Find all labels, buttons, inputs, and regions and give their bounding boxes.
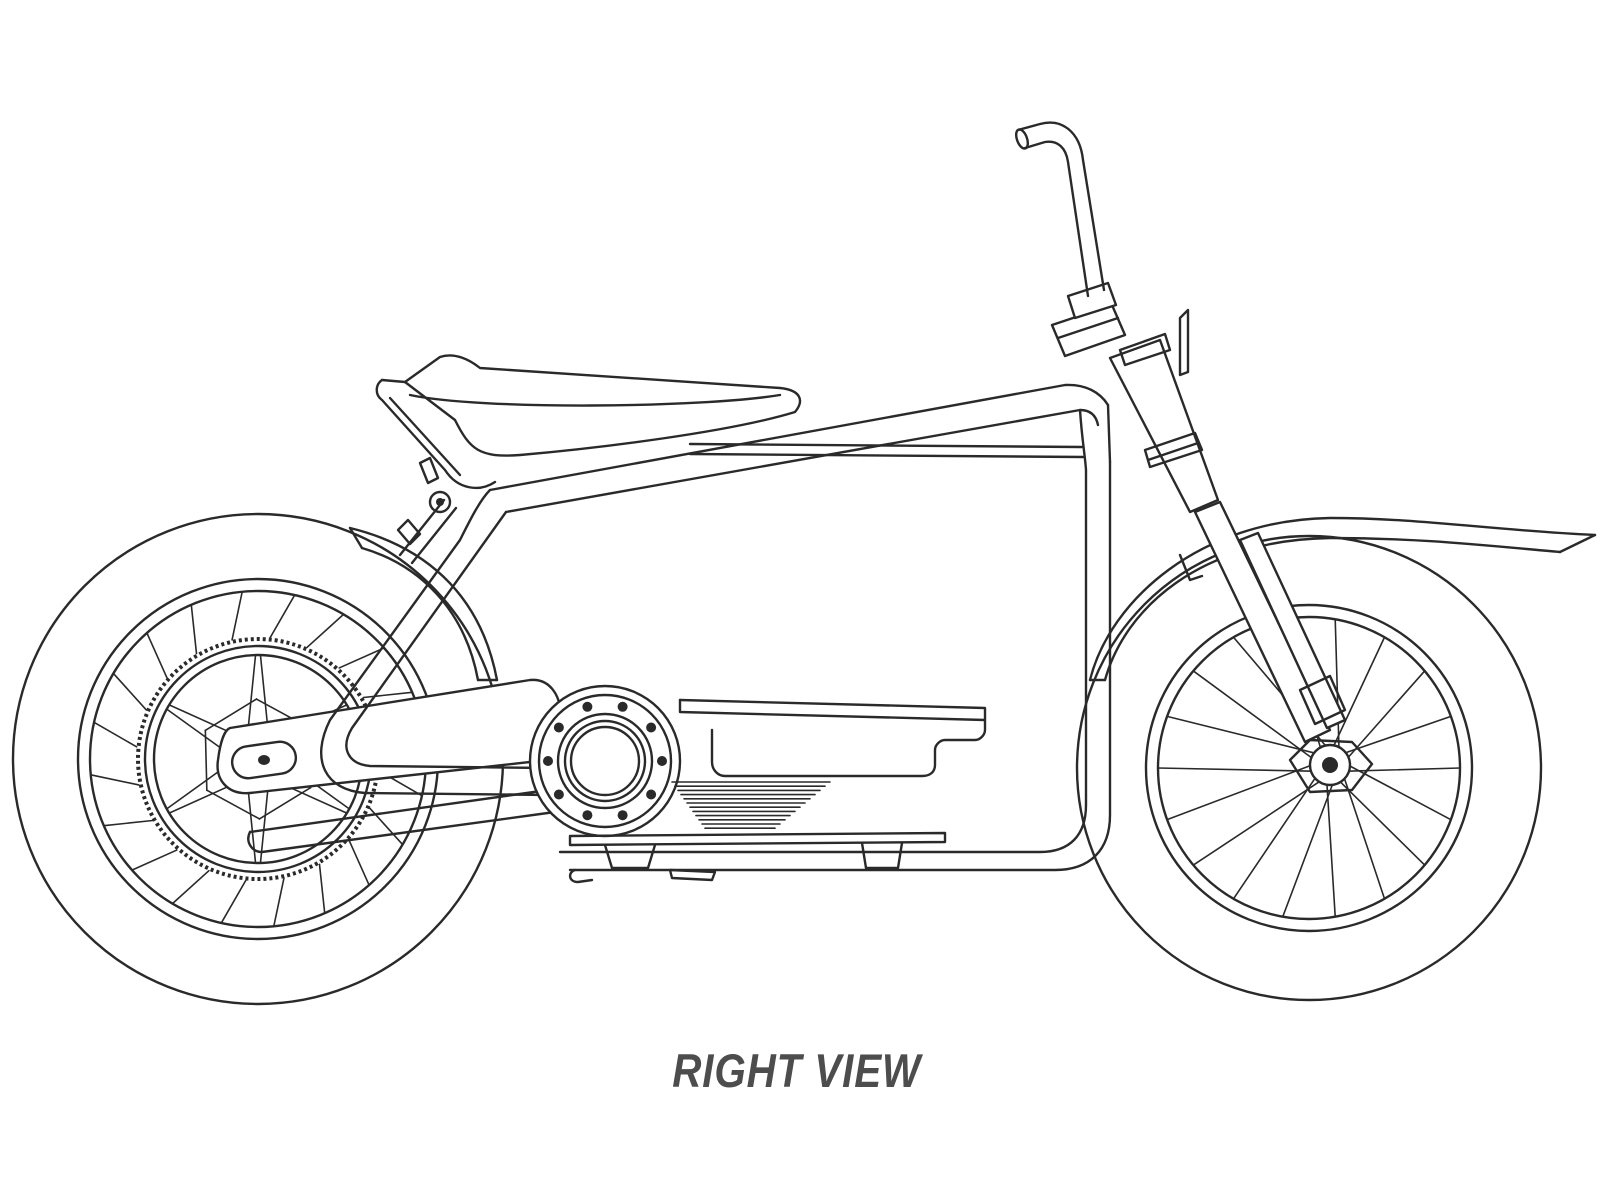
seat [375,354,802,490]
main-frame [320,383,1112,872]
handlebar [1014,121,1106,298]
front-fender [1088,516,1597,682]
view-label: RIGHT VIEW [672,1044,922,1097]
front-fork [1108,308,1347,744]
motor-hub [528,684,682,838]
swingarm [216,678,562,854]
front-wheel [1075,534,1543,1002]
rear-fender [348,526,499,682]
battery-case [671,698,987,830]
headstock [1050,281,1127,358]
rear-shock [396,456,458,565]
footboard [568,831,947,884]
